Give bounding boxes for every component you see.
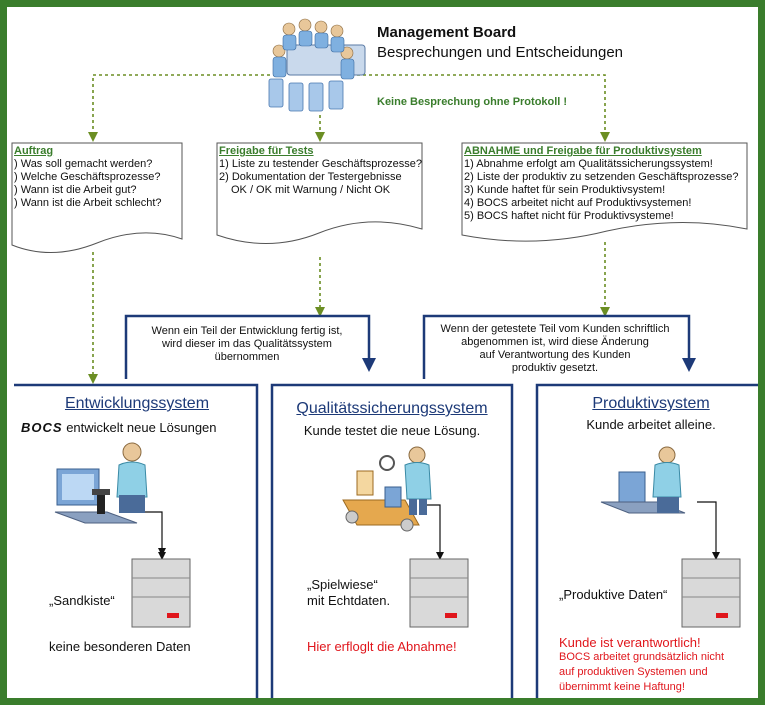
note-line: wird dieser im das Qualitätssystem: [162, 338, 332, 350]
auftrag-item: ) Wann ist die Arbeit gut?: [14, 184, 137, 196]
server-icon: [409, 558, 469, 628]
customer-workstation-icon: [600, 446, 686, 514]
server-icon: [681, 558, 741, 628]
abnahme-item: 5) BOCS haftet nicht für Produktivsystem…: [464, 210, 674, 222]
note-line: Wenn ein Teil der Entwicklung fertig ist…: [151, 325, 343, 337]
qa-data-label-1: „Spielwiese“: [307, 577, 378, 592]
doc-auftrag: [11, 142, 183, 253]
qa-system-subtitle: Kunde testet die neue Lösung.: [303, 423, 481, 438]
dev-to-qa-note: Wenn ein Teil der Entwicklung fertig ist…: [129, 325, 365, 364]
prod-footer-line: Kunde ist verantwortlich!: [559, 635, 701, 650]
developer-microscope-icon: [54, 442, 148, 524]
freigabe-item: 2) Dokumentation der Testergebnisse: [219, 171, 402, 183]
dev-system-title: Entwicklungssystem: [64, 395, 210, 412]
dotted-connectors-top: [88, 74, 610, 384]
qa-data-label-2: mit Echtdaten.: [307, 593, 391, 608]
qa-system-title: Qualitätssicherungssystem: [296, 400, 488, 417]
transition-brackets: [124, 314, 696, 379]
note-line: Wenn der getestete Teil vom Kunden schri…: [440, 323, 670, 335]
auftrag-item: ) Welche Geschäftsprozesse?: [14, 171, 161, 183]
prod-footer-line: auf produktiven Systemen und: [559, 666, 708, 678]
note-line: auf Verantwortung des Kunden: [479, 349, 631, 361]
auftrag-item: ) Wann ist die Arbeit schlecht?: [14, 197, 162, 209]
doc-freigabe: [216, 142, 423, 245]
prod-footer-line: übernimmt keine Haftung!: [559, 681, 685, 693]
freigabe-title: Freigabe für Tests: [219, 145, 314, 157]
meeting-group-icon: [268, 18, 366, 112]
prod-system-title: Produktivsystem: [592, 395, 710, 412]
abnahme-item: 4) BOCS arbeitet nicht auf Produktivsyst…: [464, 197, 692, 209]
prod-system-subtitle: Kunde arbeitet alleine.: [586, 417, 716, 432]
protocol-note: Keine Besprechung ohne Protokoll !: [377, 96, 568, 108]
abnahme-item: 2) Liste der produktiv zu setzenden Gesc…: [464, 171, 739, 183]
qa-box-outline: [270, 383, 514, 698]
prod-footer-line: BOCS arbeitet grundsätzlich nicht: [559, 651, 725, 663]
dev-data-label: „Sandkiste“: [49, 593, 115, 608]
doc-abnahme: [461, 142, 748, 242]
qa-to-prod-note: Wenn der getestete Teil vom Kunden schri…: [427, 323, 683, 375]
dev-system-subtitle-line: BOCS entwickelt neue Lösungen: [21, 420, 217, 435]
auftrag-title: Auftrag: [14, 145, 54, 157]
dev-box-outline: [14, 383, 259, 698]
freigabe-item: 1) Liste zu testender Geschäftsprozesse?: [219, 158, 422, 170]
bocs-logo: BOCS: [21, 420, 63, 435]
board-subtitle: Besprechungen und Entscheidungen: [377, 44, 624, 61]
connector-layer: [11, 18, 758, 698]
abnahme-item: 3) Kunde haftet für sein Produktivsystem…: [464, 184, 666, 196]
note-line: übernommen: [214, 351, 280, 363]
qa-footer: Hier erfloglt die Abnahme!: [307, 639, 457, 654]
prod-data-label: „Produktive Daten“: [559, 587, 668, 602]
abnahme-title: ABNAHME und Freigabe für Produktivsystem: [464, 145, 702, 157]
tester-conveyor-icon: [342, 446, 432, 532]
note-line: produktiv gesetzt.: [511, 362, 599, 374]
auftrag-item: ) Was soll gemacht werden?: [14, 158, 153, 170]
abnahme-item: 1) Abnahme erfolgt am Qualitätssicherung…: [464, 158, 713, 170]
note-line: abgenommen ist, wird diese Änderung: [461, 336, 649, 348]
dev-system-subtitle: entwickelt neue Lösungen: [66, 420, 217, 435]
board-title: Management Board: [377, 24, 517, 41]
prod-box-outline: [535, 383, 758, 698]
dev-footer: keine besonderen Daten: [49, 639, 191, 654]
server-icon: [131, 558, 191, 628]
freigabe-item: OK / OK mit Warnung / Nicht OK: [231, 184, 391, 196]
